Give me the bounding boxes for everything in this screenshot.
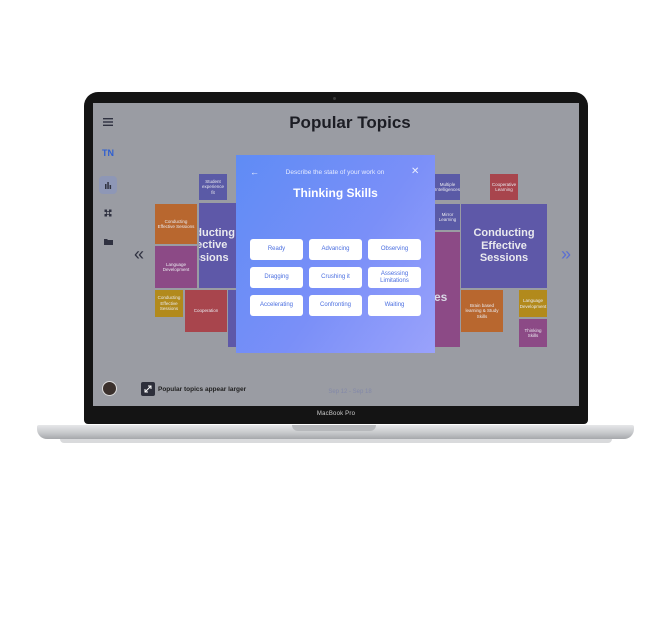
option-observing[interactable]: Observing bbox=[368, 239, 421, 260]
laptop-base bbox=[37, 425, 634, 439]
close-icon[interactable]: ✕ bbox=[411, 166, 420, 177]
tile-student-wellbeing[interactable]: Student experience fit bbox=[199, 174, 227, 200]
previous-arrow-icon[interactable]: « bbox=[134, 244, 145, 264]
modal-question: Describe the state of your work on bbox=[285, 169, 385, 176]
modal-title: Thinking Skills bbox=[293, 186, 378, 200]
avatar[interactable] bbox=[102, 381, 117, 396]
expand-icon bbox=[141, 382, 155, 396]
tile-mirror-learning[interactable]: Mirror Learning bbox=[435, 204, 460, 230]
tile-big-right[interactable]: Conducting Effective Sessions bbox=[461, 204, 547, 288]
tile-conducting-tiny[interactable]: Conducting Effective Sessions bbox=[155, 290, 183, 317]
camera-icon bbox=[333, 97, 336, 100]
popular-topics-hint: Popular topics appear larger bbox=[158, 386, 247, 393]
device-label: MacBook Pro bbox=[316, 411, 356, 417]
next-arrow-icon[interactable]: » bbox=[561, 244, 572, 264]
option-confronting[interactable]: Confronting bbox=[309, 295, 362, 316]
tile-partial-text: es bbox=[434, 290, 448, 304]
tile-big-center-right[interactable] bbox=[435, 232, 460, 347]
option-accelerating[interactable]: Accelerating bbox=[250, 295, 303, 316]
tile-conducting-small[interactable]: Conducting Effective Sessions bbox=[155, 204, 197, 244]
option-ready[interactable]: Ready bbox=[250, 239, 303, 260]
back-arrow-icon[interactable]: ← bbox=[250, 167, 259, 177]
app-logo[interactable]: TN bbox=[102, 148, 114, 158]
option-advancing[interactable]: Advancing bbox=[309, 239, 362, 260]
folder-icon[interactable] bbox=[99, 232, 117, 250]
tile-language-development-small[interactable]: Language Development bbox=[519, 290, 547, 317]
option-waiting[interactable]: Waiting bbox=[368, 295, 421, 316]
tile-big-left[interactable]: Conducting Effective Sessions bbox=[199, 203, 236, 288]
tile-thinking-skills-small[interactable]: Thinking Skills bbox=[519, 319, 547, 347]
option-assessing-limitations[interactable]: Assessing Limitations bbox=[368, 267, 421, 288]
option-dragging[interactable]: Dragging bbox=[250, 267, 303, 288]
laptop-notch bbox=[292, 425, 376, 431]
tile-brain-based[interactable]: Brain based learning & Study Skills bbox=[461, 290, 503, 332]
tile-cooperation[interactable]: Cooperation bbox=[185, 290, 227, 332]
tile-multiple-intelligences[interactable]: Multiple Intelligences bbox=[435, 174, 460, 200]
tile-cooperative-learning[interactable]: Cooperative Learning bbox=[490, 174, 518, 200]
page-title: Popular Topics bbox=[289, 113, 411, 132]
tile-language-development[interactable]: Language Development bbox=[155, 246, 197, 288]
tile-filler-left bbox=[228, 290, 236, 347]
chart-icon[interactable] bbox=[99, 176, 117, 194]
laptop-shadow bbox=[60, 439, 612, 443]
option-crushing-it[interactable]: Crushing it bbox=[309, 267, 362, 288]
network-icon[interactable] bbox=[99, 204, 117, 222]
menu-icon[interactable] bbox=[99, 113, 117, 131]
date-range[interactable]: Sep 12 - Sep 18 bbox=[328, 389, 372, 395]
